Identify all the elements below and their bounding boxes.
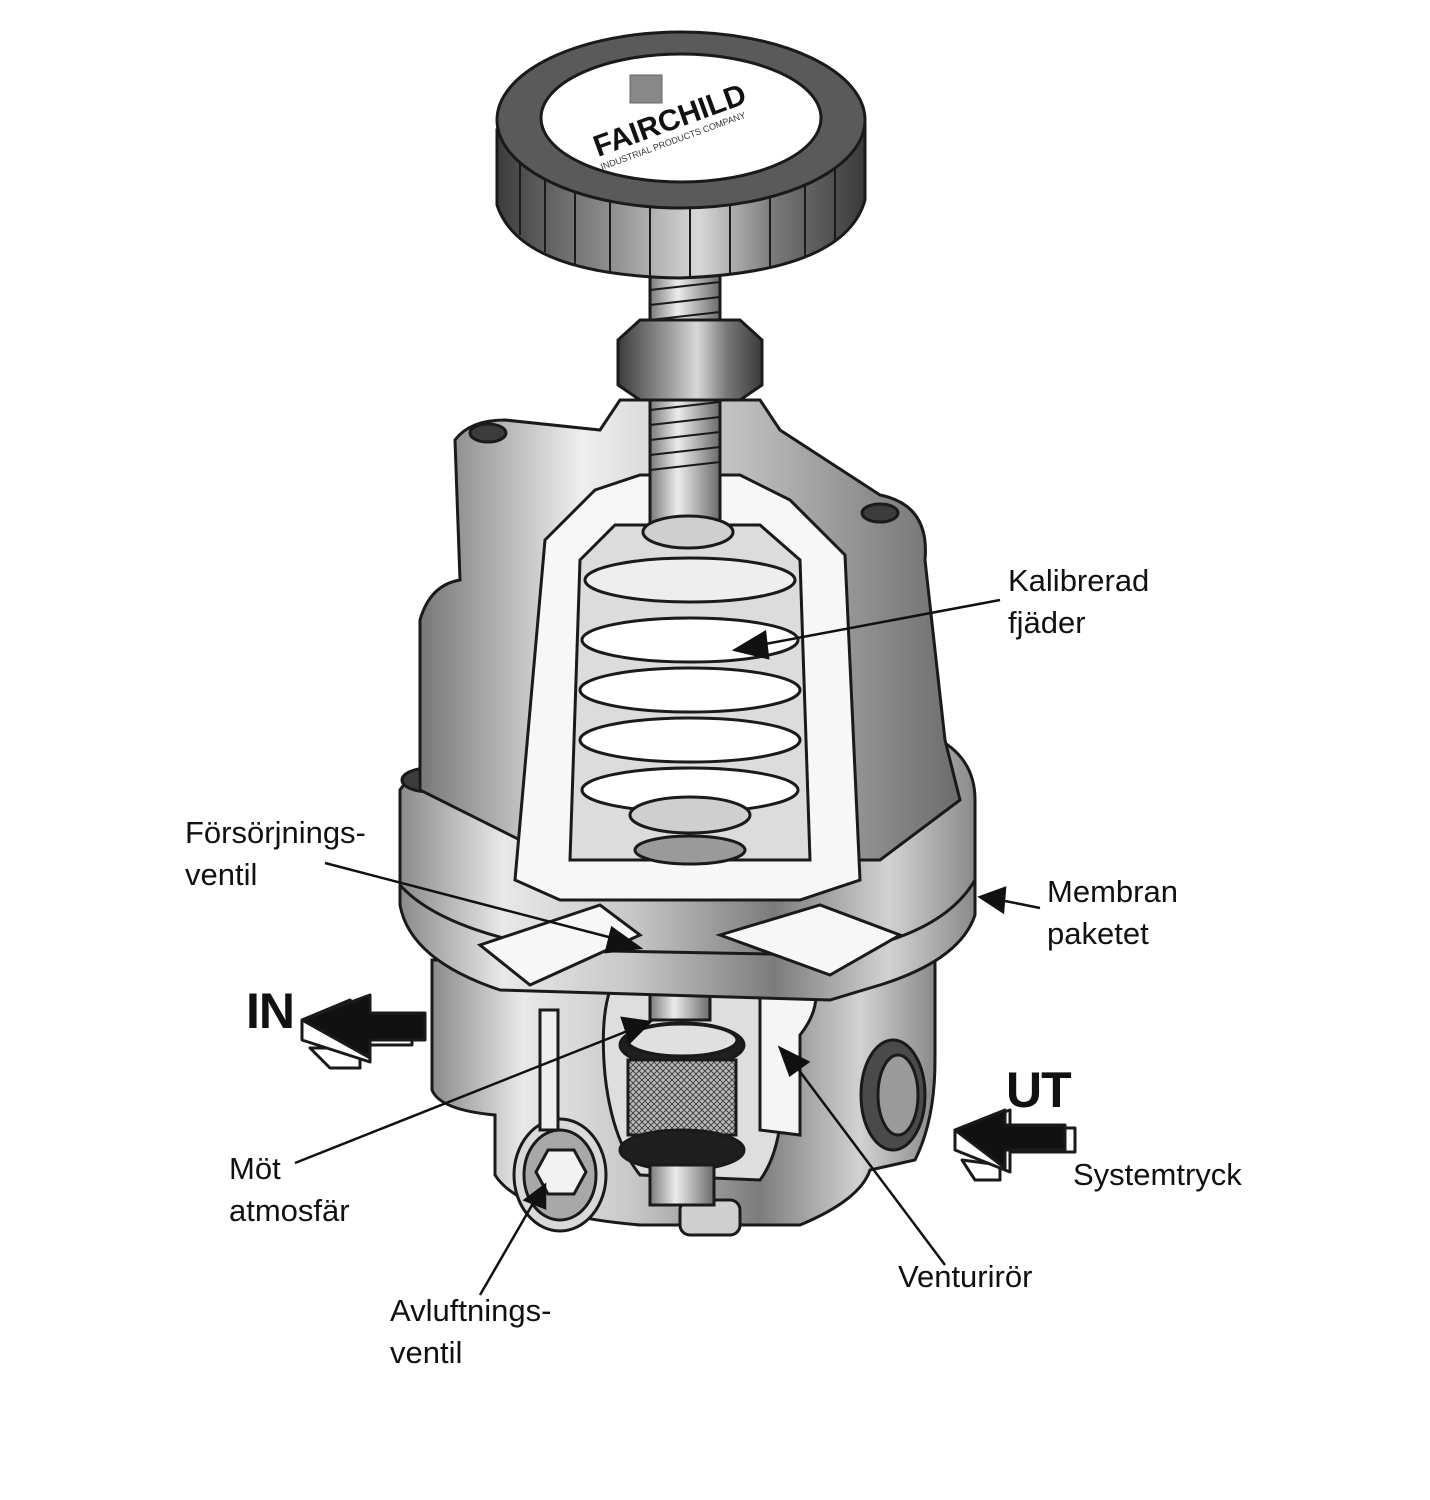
outlet-label: UT bbox=[1006, 1062, 1072, 1118]
outlet-arrow bbox=[953, 1108, 1077, 1182]
inlet-label: IN bbox=[246, 983, 295, 1039]
label-supply-valve: Försörjnings-ventil bbox=[185, 815, 366, 892]
arrowhead-venturi bbox=[777, 1045, 811, 1077]
leader-supply-valve bbox=[324, 861, 621, 942]
label-venturi-tube: Venturirör bbox=[898, 1259, 1033, 1294]
leader-diaphragm bbox=[999, 898, 1041, 910]
arrowhead-supply-valve bbox=[604, 925, 644, 954]
lock-nut bbox=[616, 318, 764, 402]
arrowhead-atmosphere bbox=[620, 1016, 653, 1045]
leader-venturi bbox=[794, 1064, 946, 1266]
leader-bleed-valve bbox=[478, 1199, 537, 1296]
arrowhead-spring bbox=[731, 629, 770, 660]
logo-mark bbox=[629, 74, 663, 104]
label-system-pressure: Systemtryck bbox=[1073, 1157, 1242, 1192]
leader-atmosphere bbox=[294, 1028, 631, 1165]
leader-spring bbox=[759, 598, 1001, 647]
arrowhead-bleed-valve bbox=[522, 1182, 547, 1210]
leader-lines bbox=[294, 598, 1041, 1296]
label-bleed-valve: Avluftnings-ventil bbox=[390, 1293, 552, 1370]
arrowhead-diaphragm bbox=[977, 886, 1007, 915]
inlet-arrow bbox=[300, 993, 427, 1070]
adjustment-knob: FAIRCHILD INDUSTRIAL PRODUCTS COMPANY bbox=[495, 30, 867, 280]
